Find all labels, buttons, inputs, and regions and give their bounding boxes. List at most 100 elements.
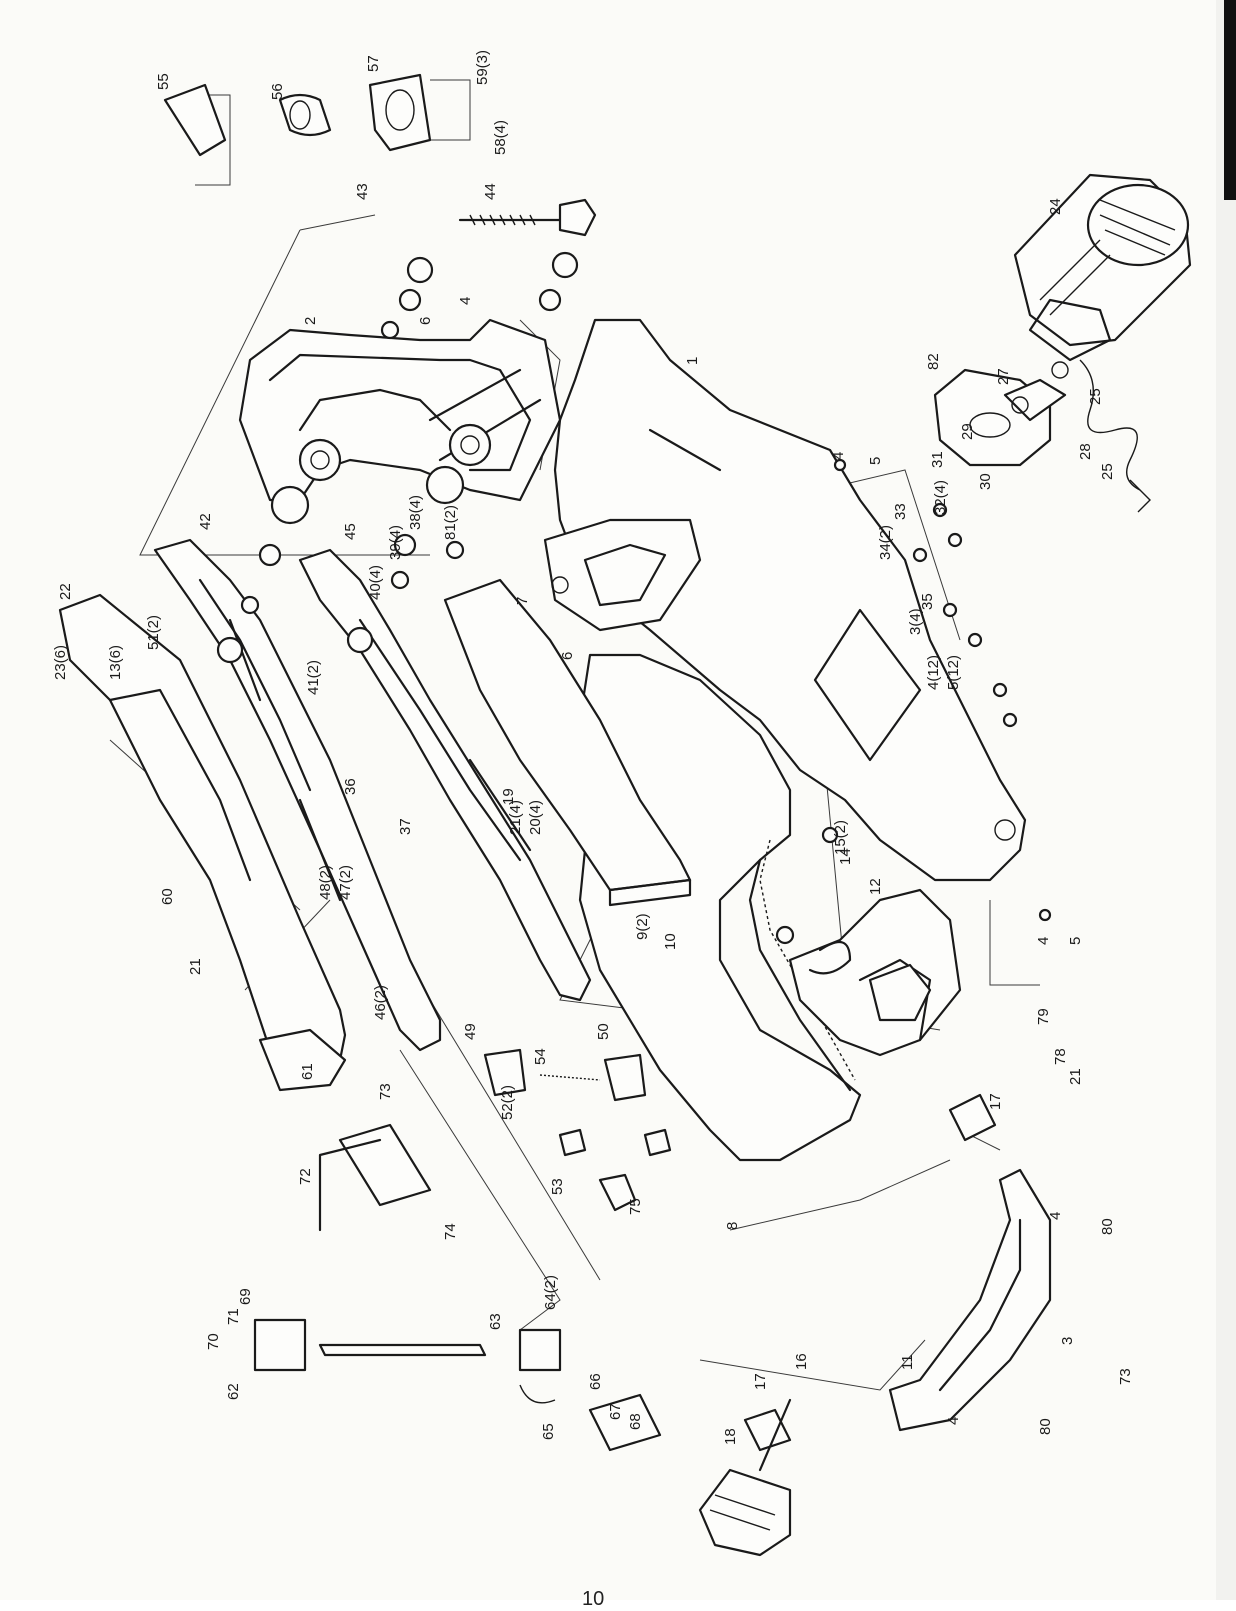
label-29: 29: [959, 423, 976, 440]
power-cord: [1051, 359, 1151, 513]
scan-edge-mark: [1224, 0, 1236, 200]
label-53: 53: [549, 1178, 566, 1195]
label-21c: 21(4): [507, 800, 524, 835]
label-78: 78: [1052, 1048, 1069, 1065]
mount-plates: [163, 73, 432, 157]
label-75: 75: [627, 1198, 644, 1215]
label-4c: 4: [1047, 1212, 1064, 1220]
label-68: 68: [627, 1413, 644, 1430]
label-44: 44: [482, 183, 499, 200]
label-28: 28: [1077, 443, 1094, 460]
label-3b: 3(4): [907, 608, 924, 635]
label-24: 24: [1047, 198, 1064, 215]
label-64: 64(2): [542, 1275, 559, 1310]
label-6b: 6: [559, 652, 576, 660]
label-66: 66: [587, 1373, 604, 1390]
upper-arm-frame: [238, 318, 562, 525]
bow-arm-37: [298, 548, 592, 1002]
label-43: 43: [354, 183, 371, 200]
label-52: 52(2): [499, 1085, 516, 1120]
label-69: 69: [237, 1288, 254, 1305]
label-82: 82: [925, 353, 942, 370]
support-bracket: [543, 518, 702, 632]
label-38: 38(4): [407, 495, 424, 530]
label-39: 39(4): [387, 525, 404, 560]
label-51: 51(2): [145, 615, 162, 650]
base-support: [888, 1168, 1052, 1432]
label-62: 62: [225, 1383, 242, 1400]
label-5c: 5(12): [945, 655, 962, 690]
label-37: 37: [397, 818, 414, 835]
label-15: 15(2): [832, 820, 849, 855]
label-9: 9(2): [634, 913, 651, 940]
tension-screw: [458, 198, 597, 237]
work-stop: [253, 1123, 662, 1452]
label-36: 36: [342, 778, 359, 795]
label-10: 10: [662, 933, 679, 950]
label-72: 72: [297, 1168, 314, 1185]
label-34: 34(2): [877, 525, 894, 560]
label-22: 22: [57, 583, 74, 600]
label-5a: 5: [867, 457, 884, 465]
vice-jaw: [788, 888, 962, 1057]
label-14: 14: [837, 848, 854, 865]
label-4e: 4: [457, 297, 474, 305]
label-42: 42: [197, 513, 214, 530]
label-47: 47(2): [337, 865, 354, 900]
label-31: 31: [929, 451, 946, 468]
label-19: 19: [500, 788, 517, 805]
label-73b: 73: [1117, 1368, 1134, 1385]
label-60: 60: [159, 888, 176, 905]
label-27: 27: [995, 368, 1012, 385]
bow-arm-36: [153, 538, 442, 1052]
label-61: 61: [299, 1063, 316, 1080]
label-67: 67: [607, 1403, 624, 1420]
label-59: 59(3): [474, 50, 491, 85]
fasteners: [240, 251, 1052, 945]
label-4a: 4: [830, 452, 847, 460]
label-50: 50: [595, 1023, 612, 1040]
label-58: 58(4): [492, 120, 509, 155]
label-30: 30: [977, 473, 994, 490]
label-5b: 5: [1067, 937, 1084, 945]
label-41: 41(2): [305, 660, 322, 695]
motor: [1013, 173, 1192, 362]
label-80b: 80: [1037, 1418, 1054, 1435]
label-80a: 80: [1099, 1218, 1116, 1235]
label-6a: 6: [417, 317, 434, 325]
label-35: 35: [919, 593, 936, 610]
label-73a: 73: [377, 1083, 394, 1100]
label-7: 7: [514, 597, 531, 605]
label-17a: 17: [987, 1093, 1004, 1110]
label-46: 46(2): [372, 985, 389, 1020]
blade-guides: [483, 1048, 672, 1157]
bow-arm-22: [58, 593, 347, 1092]
label-63: 63: [487, 1313, 504, 1330]
label-1: 1: [684, 357, 701, 365]
label-25b: 25: [1099, 463, 1116, 480]
label-71: 71: [225, 1308, 242, 1325]
label-12: 12: [867, 878, 884, 895]
hand-wheel: [698, 1398, 792, 1557]
label-17b: 17: [752, 1373, 769, 1390]
label-65: 65: [540, 1423, 557, 1440]
motor-plate: [933, 368, 1067, 467]
label-56: 56: [269, 83, 286, 100]
blade-guard: [443, 578, 692, 907]
label-55: 55: [155, 73, 172, 90]
label-4f: 4(12): [925, 655, 942, 690]
clamp-plate-17: [743, 1093, 997, 1452]
label-18: 18: [722, 1428, 739, 1445]
label-81: 81(2): [442, 505, 459, 540]
label-13: 13(6): [107, 645, 124, 680]
label-74: 74: [442, 1223, 459, 1240]
label-23: 23(6): [52, 645, 69, 680]
part-labels: 1 2 3 3(4) 4 4 4 4 4 4(12) 5 5 5(12) 6 6…: [52, 50, 1134, 1445]
label-40: 40(4): [367, 565, 384, 600]
label-33: 33: [892, 503, 909, 520]
label-4d: 4: [945, 1417, 962, 1425]
label-25a: 25: [1087, 388, 1104, 405]
scan-edge: [1216, 0, 1236, 1600]
